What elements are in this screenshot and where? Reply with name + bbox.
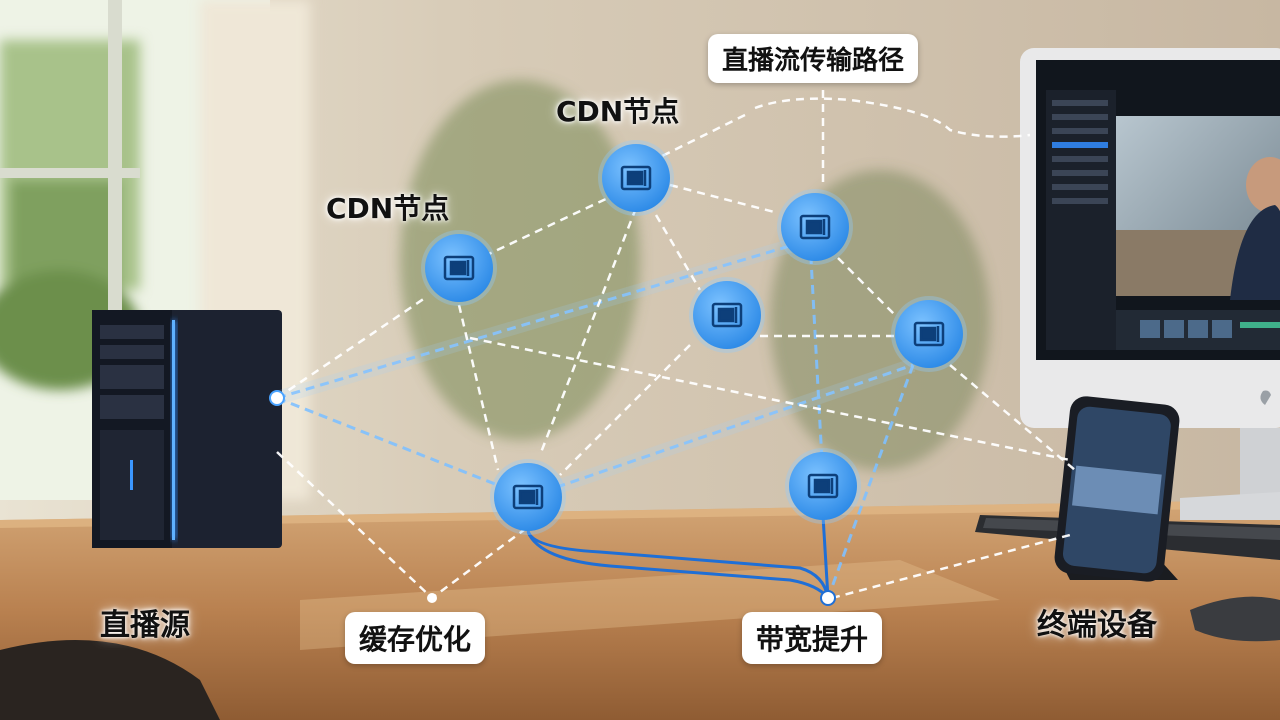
- white-dashed-links: [276, 90, 1076, 600]
- bandwidth-junction-dot: [820, 590, 836, 606]
- cdn-nodes: [421, 140, 967, 535]
- cdn-node-5: [891, 296, 967, 372]
- cdn-node-1: [421, 230, 497, 306]
- source-port-dot: [269, 390, 285, 406]
- smartphone: [1054, 396, 1180, 582]
- cdn-node-4: [689, 277, 765, 353]
- blue-glow-links: [275, 233, 916, 504]
- bandwidth-links: [526, 515, 830, 599]
- blue-dashed-links: [276, 238, 915, 599]
- source-label: 直播源: [100, 608, 190, 643]
- cache-label: 缓存优化: [345, 612, 486, 664]
- cdn-node-2: [598, 140, 674, 216]
- cdn-node-6: [490, 459, 566, 535]
- cdn-server-icon: [807, 473, 839, 499]
- path-label: 直播流传输路径: [708, 34, 919, 83]
- cdn-server-icon: [913, 321, 945, 347]
- cdn-server-icon: [512, 484, 544, 510]
- cdn-server-icon: [799, 214, 831, 240]
- tower-server: [92, 310, 282, 548]
- chair: [0, 640, 220, 720]
- bandwidth-label: 带宽提升: [742, 612, 883, 664]
- cdn-server-icon: [443, 255, 475, 281]
- cdn-node-label-top: CDN节点: [556, 95, 680, 128]
- terminal-label: 终端设备: [1037, 608, 1157, 643]
- desktop-monitor: [1020, 48, 1280, 520]
- cdn-node-7: [785, 448, 861, 524]
- cdn-node-label-left: CDN节点: [326, 192, 450, 225]
- cdn-server-icon: [711, 302, 743, 328]
- cdn-server-icon: [620, 165, 652, 191]
- cache-junction-dot: [427, 593, 437, 603]
- cdn-node-3: [777, 189, 853, 265]
- mouse: [1190, 596, 1280, 642]
